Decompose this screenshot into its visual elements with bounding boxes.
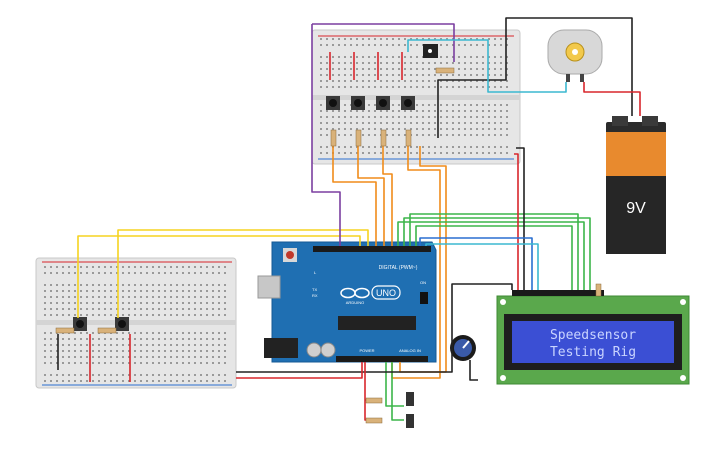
power-label: POWER bbox=[359, 348, 374, 353]
digital-label: DIGITAL (PWM~) bbox=[379, 265, 418, 271]
led-l-label: L bbox=[314, 270, 317, 275]
rail-jumpers bbox=[57, 52, 403, 382]
arduino-brand: UNO bbox=[376, 288, 396, 298]
analog-label: ANALOG IN bbox=[399, 348, 421, 353]
arduino-maker: ARDUINO bbox=[346, 300, 364, 305]
power-analog-header bbox=[336, 356, 428, 362]
lcd-line-1: Speedsensor bbox=[550, 328, 636, 343]
resistor-icon bbox=[55, 67, 602, 424]
slide-switch-icon bbox=[406, 392, 414, 428]
digital-header bbox=[313, 246, 431, 252]
atmega-chip bbox=[338, 316, 416, 330]
lcd-screen bbox=[512, 321, 674, 363]
lcd-line-2: Testing Rig bbox=[550, 345, 636, 360]
arduino-uno-board: UNO ARDUINO DIGITAL (PWM~) POWER ANALOG … bbox=[257, 241, 437, 363]
led-rx-label: RX bbox=[312, 293, 318, 298]
top-breadboard bbox=[311, 29, 521, 165]
transistor-icon bbox=[423, 44, 438, 58]
dc-jack bbox=[264, 338, 298, 358]
battery-9v: 9V bbox=[606, 116, 666, 254]
usb-port bbox=[257, 275, 281, 299]
lcd-module: Speedsensor Testing Rig bbox=[496, 290, 690, 385]
pushbutton-group-left bbox=[73, 317, 129, 331]
wires bbox=[77, 17, 641, 421]
arduino-logo-icon bbox=[340, 287, 370, 299]
led-tx-label: TX bbox=[312, 287, 317, 292]
potentiometer-icon bbox=[450, 335, 476, 361]
battery-label: 9V bbox=[626, 200, 646, 217]
pushbutton-group-top bbox=[326, 96, 415, 110]
led-on-label: ON bbox=[420, 280, 426, 285]
dc-motor-icon bbox=[547, 29, 603, 82]
left-breadboard bbox=[35, 257, 237, 389]
